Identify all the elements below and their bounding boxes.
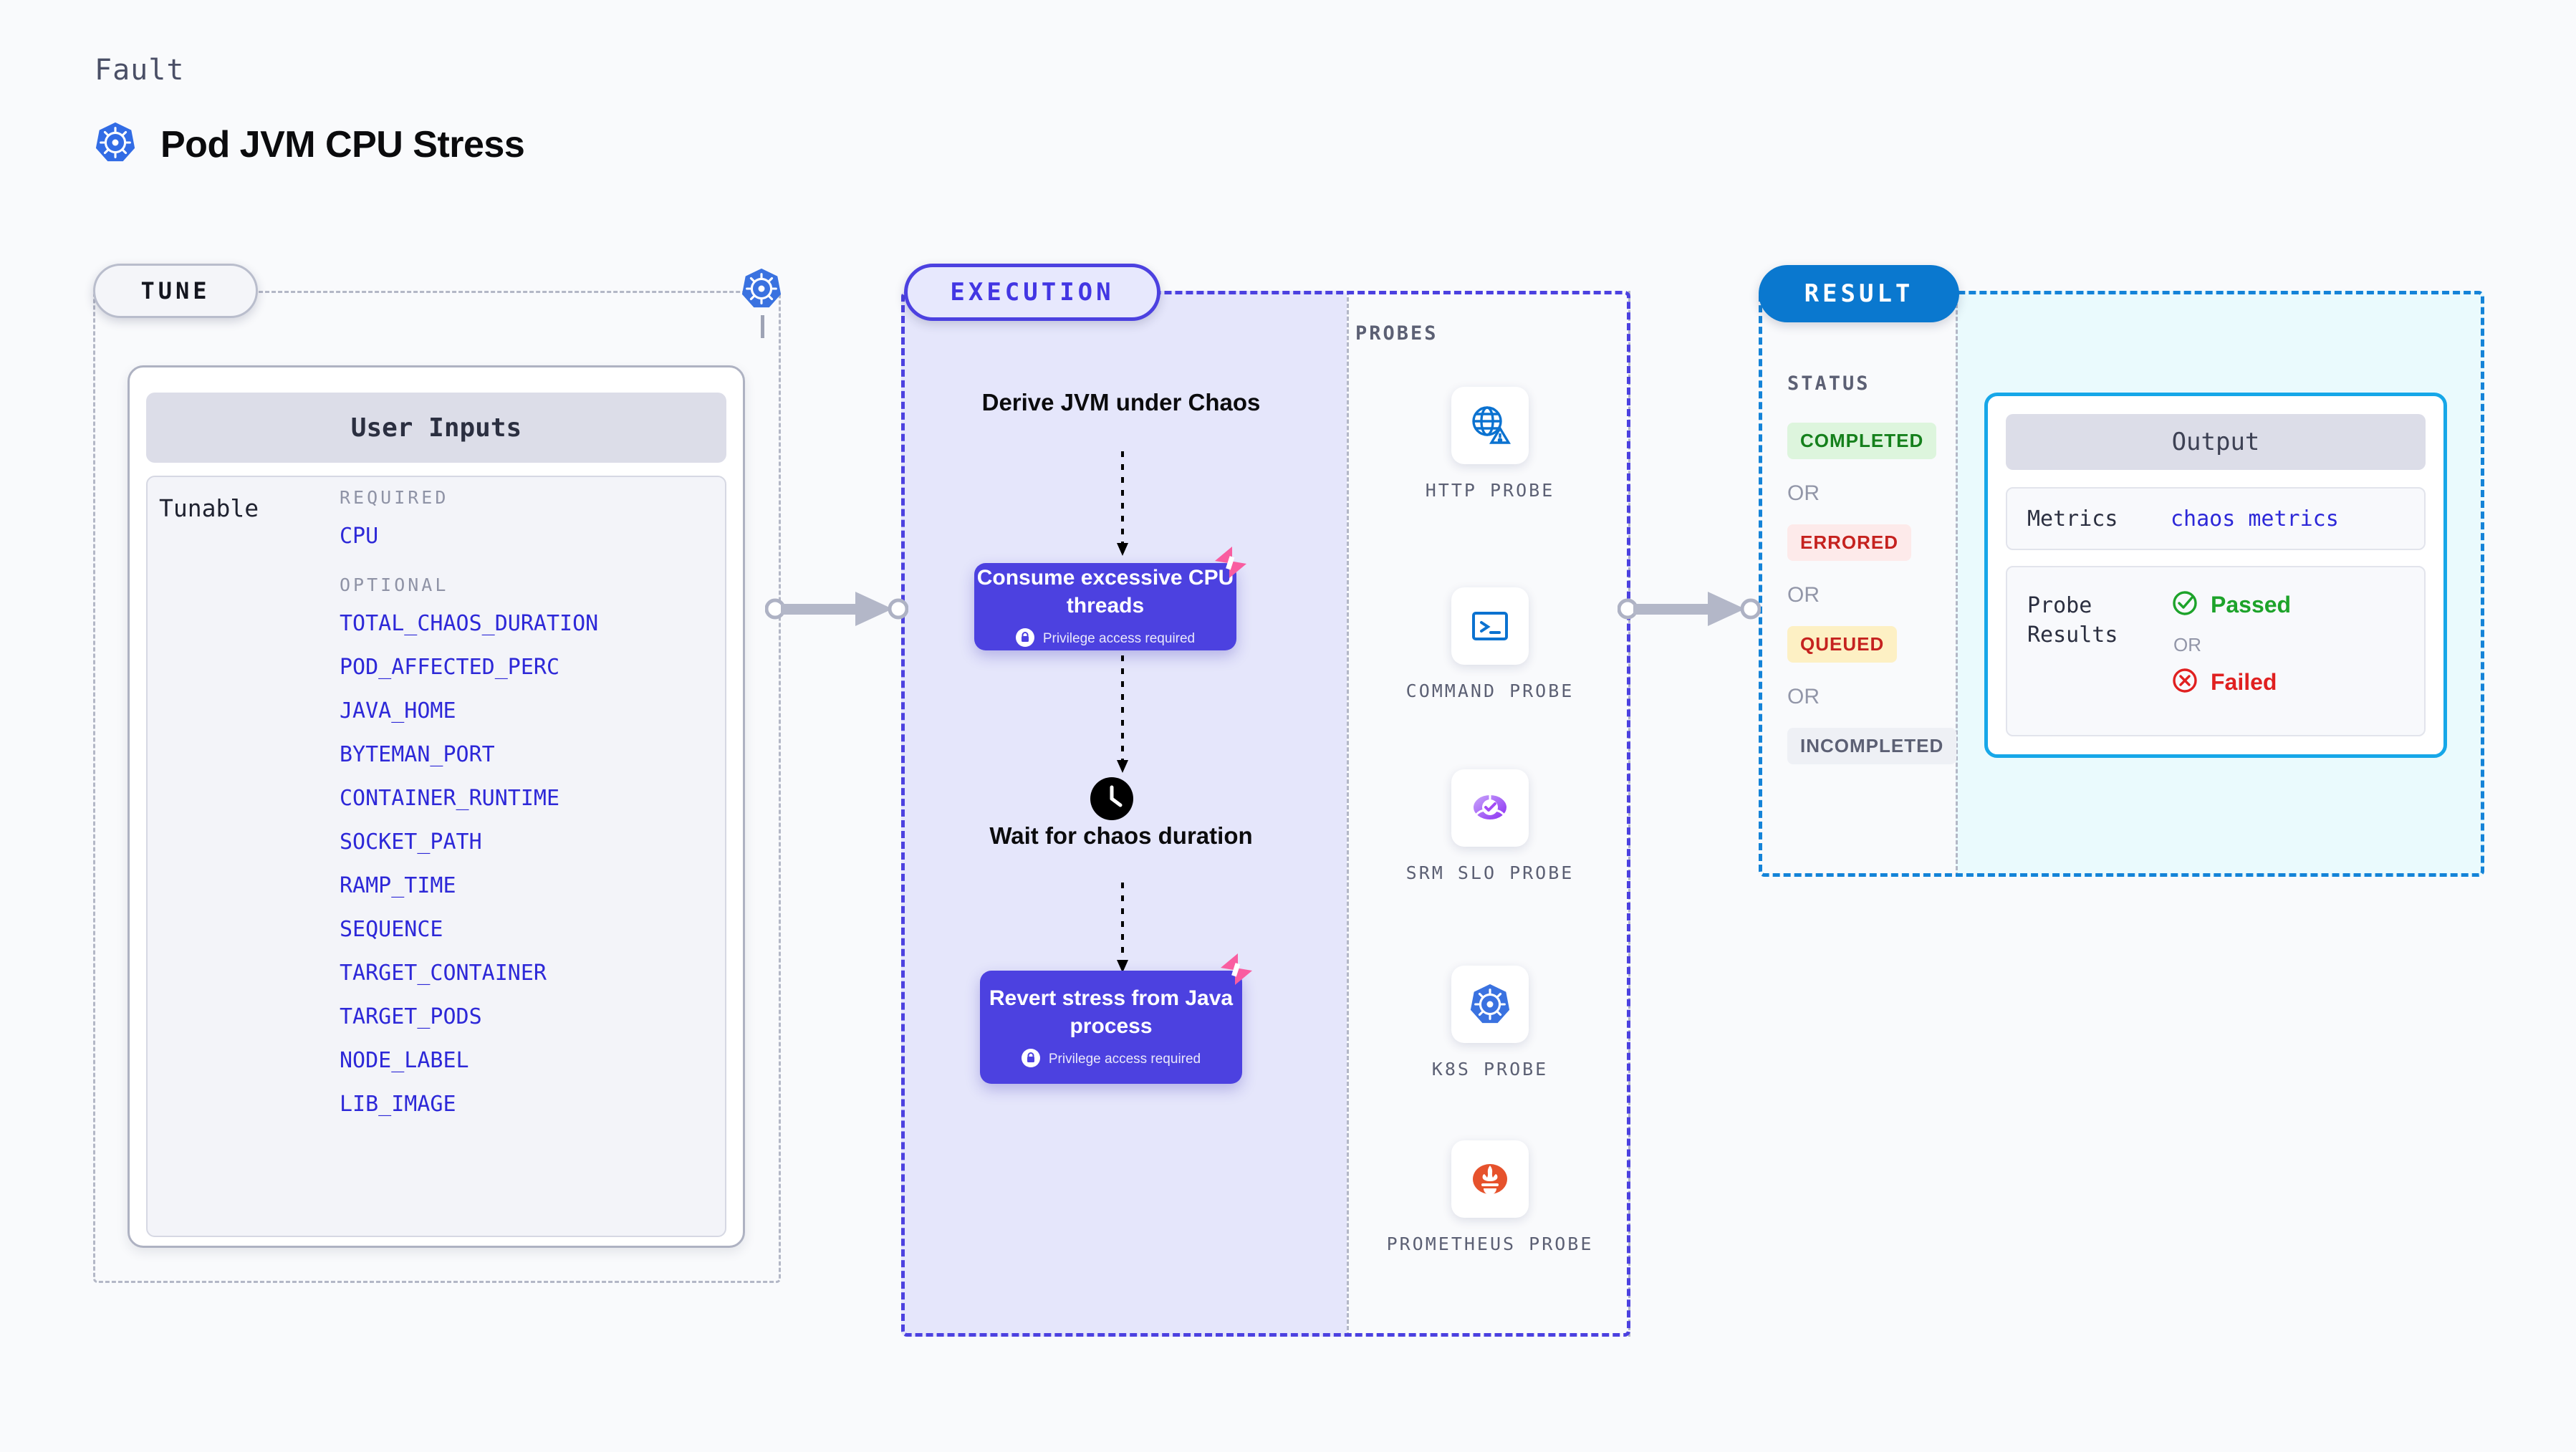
param-node-label[interactable]: NODE_LABEL bbox=[340, 1048, 469, 1073]
step-consume-cpu-threads[interactable]: Consume excessive CPU threads Privilege … bbox=[974, 563, 1236, 650]
param-pod-affected-perc[interactable]: POD_AFFECTED_PERC bbox=[340, 655, 560, 680]
param-socket-path[interactable]: SOCKET_PATH bbox=[340, 830, 482, 855]
kubernetes-icon bbox=[1451, 966, 1529, 1043]
probe-srm-slo[interactable]: SRM SLO PROBE bbox=[1383, 769, 1597, 885]
harness-logo-icon bbox=[1211, 542, 1251, 586]
param-lib-image[interactable]: LIB_IMAGE bbox=[340, 1092, 456, 1117]
x-circle-icon bbox=[2171, 666, 2199, 698]
arrow-tune-to-execution bbox=[764, 586, 909, 635]
arrow-execution-to-result bbox=[1617, 586, 1762, 635]
parameter-list: REQUIRED CPU OPTIONAL TOTAL_CHAOS_DURATI… bbox=[340, 487, 712, 1135]
check-circle-icon bbox=[2171, 589, 2199, 621]
probes-title: PROBES bbox=[1355, 322, 1438, 345]
flow-connector-2 bbox=[1114, 655, 1131, 779]
tunable-section bbox=[146, 476, 726, 1237]
privilege-text-2: Privilege access required bbox=[1048, 1052, 1201, 1067]
result-panel bbox=[1759, 291, 2484, 877]
tune-badge-stem bbox=[761, 315, 764, 338]
step-revert-title: Revert stress from Java process bbox=[989, 986, 1234, 1038]
status-badge-queued: QUEUED bbox=[1787, 626, 1898, 663]
result-divider bbox=[1956, 291, 1958, 877]
prometheus-icon bbox=[1451, 1140, 1529, 1218]
kubernetes-icon bbox=[739, 266, 784, 314]
privilege-row-1: Privilege access required bbox=[1015, 628, 1196, 650]
kubernetes-icon bbox=[93, 120, 138, 168]
output-title: Output bbox=[2006, 414, 2426, 470]
page-title-row: Pod JVM CPU Stress bbox=[93, 120, 525, 168]
tunable-label: Tunable bbox=[159, 494, 259, 522]
metrics-label: Metrics bbox=[2027, 506, 2118, 532]
status-badge-errored: ERRORED bbox=[1787, 524, 1912, 561]
execution-pill[interactable]: EXECUTION bbox=[904, 264, 1160, 321]
step-derive-jvm: Derive JVM under Chaos bbox=[981, 389, 1261, 415]
probe-command[interactable]: COMMAND PROBE bbox=[1383, 587, 1597, 703]
lock-icon bbox=[1015, 628, 1034, 650]
passed-label: Passed bbox=[2211, 592, 2292, 617]
page-title: Pod JVM CPU Stress bbox=[160, 123, 525, 165]
required-label: REQUIRED bbox=[340, 487, 449, 508]
param-ramp-time[interactable]: RAMP_TIME bbox=[340, 873, 456, 898]
param-target-container[interactable]: TARGET_CONTAINER bbox=[340, 961, 547, 986]
status-title: STATUS bbox=[1787, 372, 1870, 395]
probe-result-or: OR bbox=[2173, 634, 2201, 655]
execution-panel bbox=[901, 291, 1630, 1337]
param-sequence[interactable]: SEQUENCE bbox=[340, 917, 443, 942]
param-total-chaos-duration[interactable]: TOTAL_CHAOS_DURATION bbox=[340, 611, 599, 636]
flow-connector-1 bbox=[1114, 451, 1131, 562]
globe-warning-icon bbox=[1451, 387, 1529, 464]
clock-icon bbox=[1088, 775, 1135, 826]
status-badge-incompleted: INCOMPLETED bbox=[1787, 728, 1957, 764]
probe-k8s-label: K8S PROBE bbox=[1431, 1059, 1549, 1080]
param-cpu[interactable]: CPU bbox=[340, 524, 379, 549]
harness-logo-icon bbox=[1216, 949, 1256, 993]
status-or-2: OR bbox=[1787, 583, 1820, 607]
metrics-value[interactable]: chaos metrics bbox=[2171, 506, 2339, 532]
status-or-1: OR bbox=[1787, 481, 1820, 505]
result-pill[interactable]: RESULT bbox=[1759, 265, 1959, 322]
terminal-icon bbox=[1451, 587, 1529, 665]
step-wait-chaos-duration: Wait for chaos duration bbox=[989, 822, 1253, 849]
param-byteman-port[interactable]: BYTEMAN_PORT bbox=[340, 742, 495, 767]
tune-pill[interactable]: TUNE bbox=[93, 264, 258, 318]
user-inputs-title: User Inputs bbox=[146, 393, 726, 463]
probe-srm-slo-label: SRM SLO PROBE bbox=[1405, 862, 1575, 883]
flow-connector-3 bbox=[1114, 883, 1131, 979]
probe-result-failed: Failed bbox=[2171, 666, 2291, 698]
status-or-3: OR bbox=[1787, 685, 1820, 708]
probe-command-label: COMMAND PROBE bbox=[1405, 681, 1575, 701]
param-java-home[interactable]: JAVA_HOME bbox=[340, 698, 456, 723]
param-container-runtime[interactable]: CONTAINER_RUNTIME bbox=[340, 786, 560, 811]
optional-label: OPTIONAL bbox=[340, 574, 449, 595]
privilege-row-2: Privilege access required bbox=[1021, 1048, 1201, 1071]
status-badge-completed: COMPLETED bbox=[1787, 423, 1937, 459]
probe-prometheus-label: PROMETHEUS PROBE bbox=[1386, 1234, 1594, 1254]
privilege-text-1: Privilege access required bbox=[1042, 631, 1196, 646]
step-revert-stress[interactable]: Revert stress from Java process Privileg… bbox=[980, 971, 1242, 1084]
failed-label: Failed bbox=[2211, 669, 2277, 695]
probe-results-row: Probe Results Passed OR bbox=[2006, 566, 2426, 736]
param-target-pods[interactable]: TARGET_PODS bbox=[340, 1004, 482, 1029]
probe-prometheus[interactable]: PROMETHEUS PROBE bbox=[1383, 1140, 1597, 1256]
probe-result-passed: Passed bbox=[2171, 589, 2291, 621]
probe-http[interactable]: HTTP PROBE bbox=[1383, 387, 1597, 503]
metrics-row: Metrics chaos metrics bbox=[2006, 487, 2426, 550]
eyebrow-label: Fault bbox=[95, 54, 185, 87]
lock-icon bbox=[1021, 1048, 1040, 1071]
probe-http-label: HTTP PROBE bbox=[1425, 480, 1555, 501]
tune-panel bbox=[93, 291, 781, 1283]
step-consume-title: Consume excessive CPU threads bbox=[976, 565, 1234, 617]
probe-results-label: Probe Results bbox=[2027, 593, 2118, 648]
probe-k8s[interactable]: K8S PROBE bbox=[1383, 966, 1597, 1082]
srm-slo-icon bbox=[1451, 769, 1529, 847]
